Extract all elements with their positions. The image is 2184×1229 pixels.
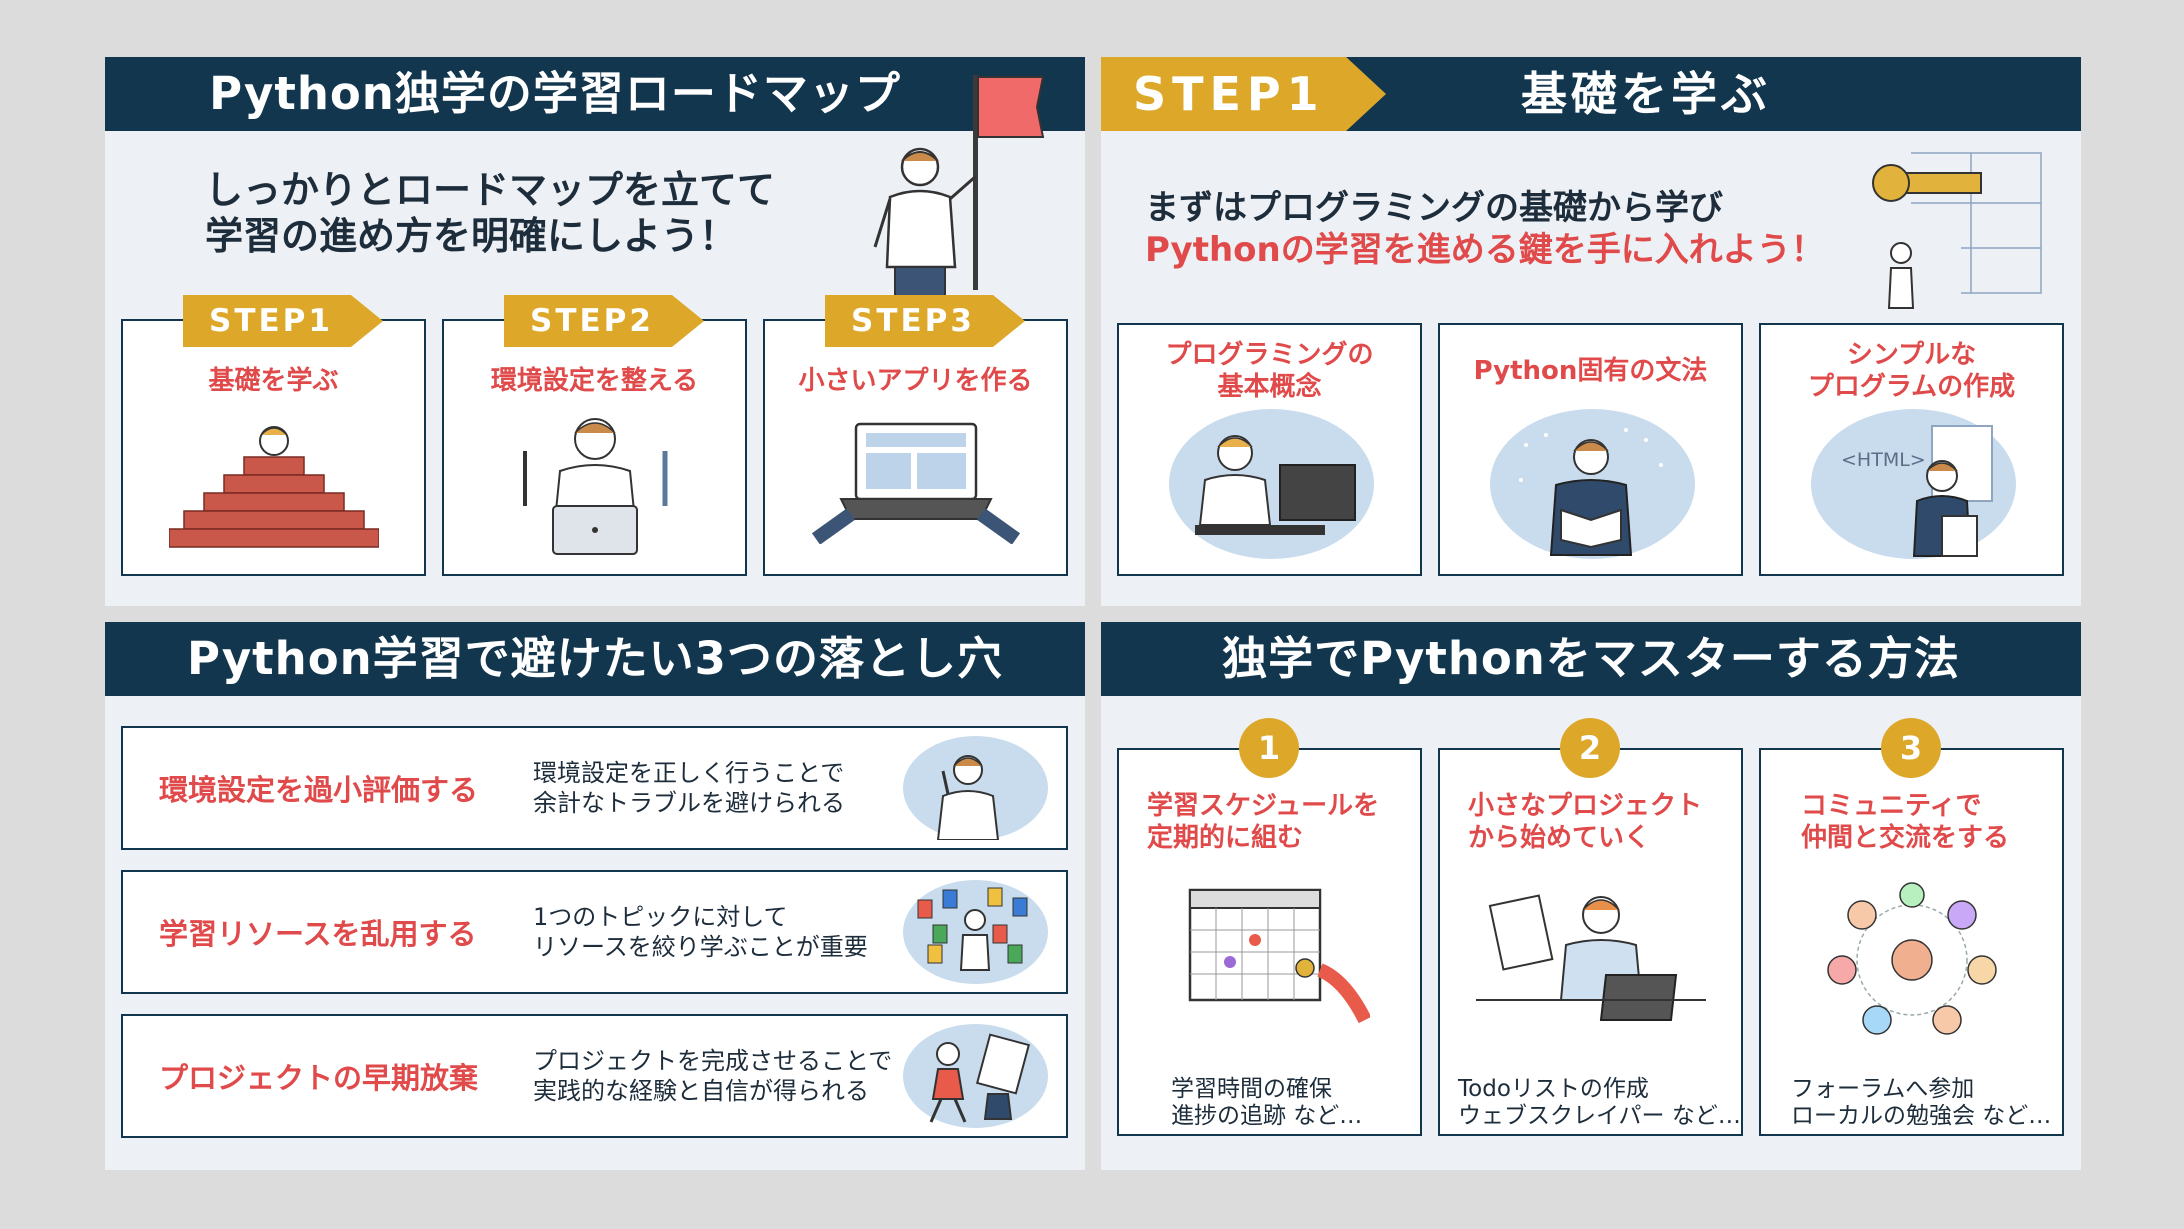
step1-card-simple-line2: プログラムの作成: [1807, 372, 2016, 402]
step1-card-concepts: プログラミングの 基本概念: [1117, 323, 1422, 576]
master-card2-desc1: Todoリストの作成: [1458, 1076, 1649, 1102]
person-at-computer-illustration: [1194, 435, 1356, 535]
pitfall-desc: プロジェクトを完成させることで 実践的な経験と自信が得られる: [533, 1047, 893, 1105]
pitfall-desc: 1つのトピックに対して リソースを絞り学ぶことが重要: [533, 903, 868, 961]
roadmap-step3-badge: STEP3: [825, 295, 1025, 347]
pitfall-row: プロジェクトの早期放棄 プロジェクトを完成させることで 実践的な経験と自信が得ら…: [121, 1014, 1068, 1138]
master-card-projects: 小さなプロジェクト から始めていく Todoリストの作成 ウェブスクレイパー な…: [1438, 748, 1743, 1136]
master-card3-desc2: ローカルの勉強会 など…: [1791, 1103, 2052, 1129]
master-card1-desc2: 進捗の追跡 など…: [1171, 1103, 1363, 1129]
step1-card-simple-program: シンプルな プログラムの作成 <HTML>: [1759, 323, 2064, 576]
roadmap-step1-card: 基礎を学ぶ: [121, 319, 426, 576]
pitfall-row: 学習リソースを乱用する 1つのトピックに対して リソースを絞り学ぶことが重要: [121, 870, 1068, 994]
master-card-schedule: 学習スケジュールを 定期的に組む 学習時間の確保 進捗の追跡 など…: [1117, 748, 1422, 1136]
master-card1-line2: 定期的に組む: [1147, 823, 1304, 853]
roadmap-step3-card: 小さいアプリを作る: [763, 319, 1068, 576]
roadmap-panel: Python独学の学習ロードマップ しっかりとロードマップを立てて 学習の進め方…: [105, 57, 1085, 606]
master-card3-line1: コミュニティで: [1801, 791, 1982, 821]
step1-lead-line2: Pythonの学習を進める鍵を手に入れよう！: [1145, 230, 1825, 270]
roadmap-title: Python独学の学習ロードマップ: [105, 57, 1085, 131]
calendar-illustration: [1188, 888, 1370, 1024]
roadmap-step2-badge: STEP2: [504, 295, 704, 347]
master-card3-desc1: フォーラムへ参加: [1791, 1076, 1975, 1102]
pitfalls-title: Python学習で避けたい3つの落とし穴: [105, 622, 1085, 696]
step1-lead-line1: まずはプログラミングの基礎から学び: [1145, 188, 1723, 228]
step1-header-badge: STEP1: [1101, 57, 1386, 131]
person-with-laptop-illustration: [1475, 894, 1706, 1021]
brick-pyramid-illustration: [168, 426, 379, 548]
roadmap-step1-badge: STEP1: [183, 295, 383, 347]
person-with-tools-illustration: [522, 418, 667, 555]
pitfall-title: 環境設定を過小評価する: [159, 773, 479, 807]
roadmap-lead-line2: 学習の進め方を明確にしよう！: [205, 214, 738, 258]
step1-card-syntax-line1: Python固有の文法: [1473, 356, 1708, 386]
master-card2-line1: 小さなプロジェクト: [1468, 791, 1703, 821]
master-panel: 独学でPythonをマスターする方法 学習スケジュールを 定期的に組む 学習時間…: [1101, 622, 2081, 1170]
html-tag-text: <HTML>: [1841, 449, 1926, 471]
master-card3-line2: 仲間と交流をする: [1801, 823, 2010, 853]
master-card1-line1: 学習スケジュールを: [1147, 791, 1380, 821]
pitfall-title: プロジェクトの早期放棄: [159, 1061, 479, 1095]
person-reading-book-illustration: [1518, 428, 1663, 556]
step1-panel: STEP1 基礎を学ぶ まずはプログラミングの基礎から学び Pythonの学習を…: [1101, 57, 2081, 606]
master-card3-number: 3: [1881, 718, 1941, 778]
pitfall-illustration: [903, 880, 1048, 984]
master-title: 独学でPythonをマスターする方法: [1101, 622, 2081, 696]
master-card1-desc1: 学習時間の確保: [1171, 1076, 1332, 1102]
pitfalls-panel: Python学習で避けたい3つの落とし穴 環境設定を過小評価する 環境設定を正し…: [105, 622, 1085, 1170]
person-with-documents-illustration: [1912, 425, 1993, 557]
master-card-community: コミュニティで 仲間と交流をする フォーラムへ参加 ローカルの勉強会 など…: [1759, 748, 2064, 1136]
laptop-hands-illustration: [811, 422, 1020, 544]
pitfall-illustration: [903, 736, 1048, 841]
step1-card-concepts-line2: 基本概念: [1217, 372, 1322, 402]
step1-card-concepts-line1: プログラミングの: [1165, 340, 1374, 370]
pitfall-desc: 環境設定を正しく行うことで 余計なトラブルを避けられる: [533, 759, 845, 817]
pitfall-title: 学習リソースを乱用する: [159, 917, 477, 951]
step1-card-simple-line1: シンプルな: [1846, 340, 1977, 370]
pitfall-row: 環境設定を過小評価する 環境設定を正しく行うことで 余計なトラブルを避けられる: [121, 726, 1068, 850]
step1-header-title: 基礎を学ぶ: [1521, 67, 1771, 121]
flag-icon: [973, 75, 1045, 290]
step1-header: STEP1 基礎を学ぶ: [1101, 57, 2081, 131]
roadmap-step3-label: 小さいアプリを作る: [798, 366, 1033, 396]
master-card2-line2: から始めていく: [1468, 823, 1651, 853]
key-puzzle-illustration: [1872, 152, 2042, 309]
step1-card-syntax: Python固有の文法: [1438, 323, 1743, 576]
roadmap-step1-label: 基礎を学ぶ: [208, 366, 339, 396]
roadmap-step2-label: 環境設定を整える: [490, 366, 699, 396]
roadmap-lead-line1: しっかりとロードマップを立てて: [205, 168, 776, 212]
community-network-illustration: [1826, 882, 1997, 1035]
master-card2-desc2: ウェブスクレイパー など…: [1458, 1103, 1741, 1129]
master-card2-number: 2: [1560, 718, 1620, 778]
master-card1-number: 1: [1239, 718, 1299, 778]
roadmap-step2-card: 環境設定を整える: [442, 319, 747, 576]
pitfall-illustration: [903, 1024, 1048, 1128]
